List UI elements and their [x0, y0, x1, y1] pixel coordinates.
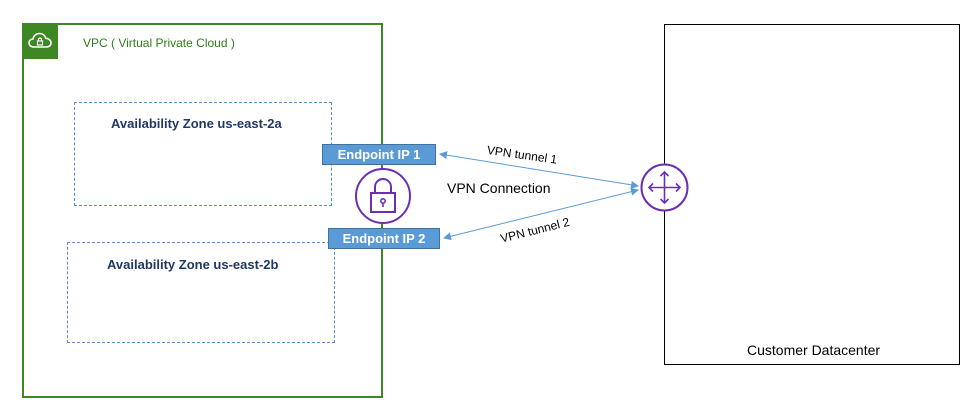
vpn-tunnel-2-label: VPN tunnel 2: [499, 214, 572, 246]
customer-datacenter-box: [664, 24, 960, 365]
vpn-connection-label: VPN Connection: [447, 180, 551, 196]
endpoint-ip-2: Endpoint IP 2: [328, 228, 440, 249]
router-icon: [640, 163, 689, 212]
availability-zone-b: [67, 242, 335, 343]
padlock-icon: [355, 168, 411, 224]
vpn-tunnel-1-label: VPN tunnel 1: [486, 143, 559, 167]
availability-zone-a-label: Availability Zone us-east-2a: [111, 116, 282, 131]
cloud-icon: [22, 23, 58, 59]
customer-datacenter-label: Customer Datacenter: [747, 342, 881, 358]
endpoint-ip-1: Endpoint IP 1: [322, 144, 436, 165]
availability-zone-b-label: Availability Zone us-east-2b: [107, 257, 279, 272]
vpc-label: VPC ( Virtual Private Cloud ): [83, 36, 235, 50]
